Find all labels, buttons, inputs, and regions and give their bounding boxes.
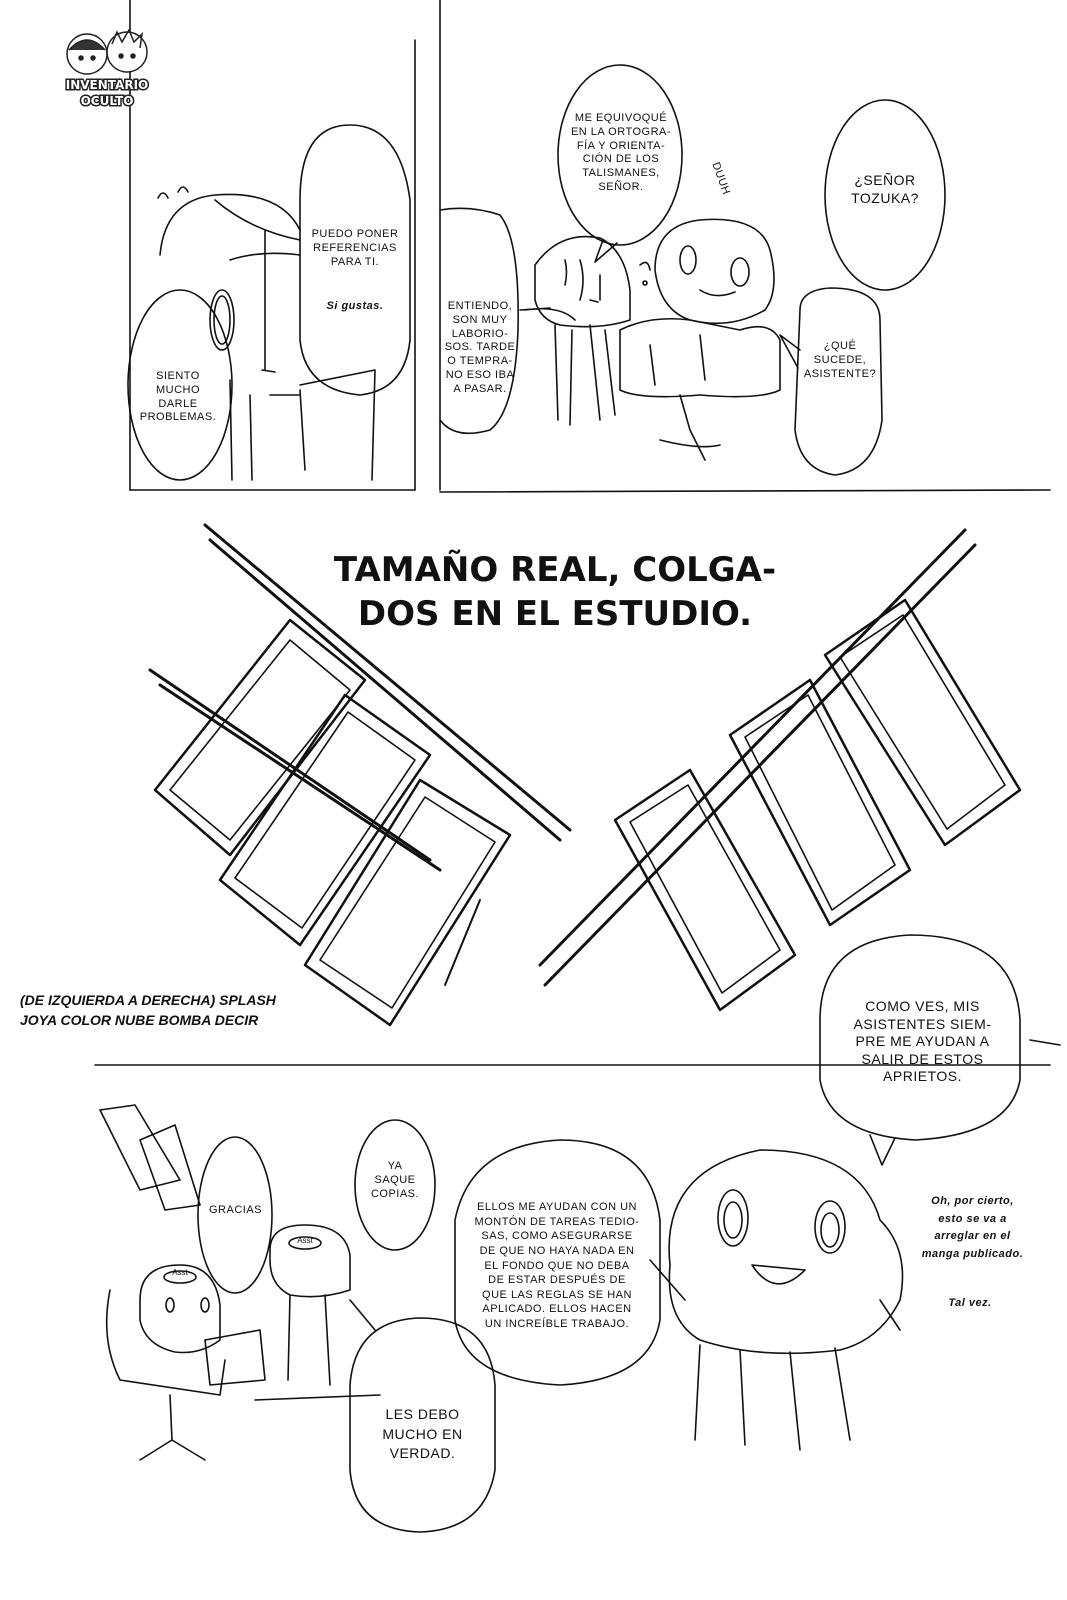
asst-badge-right: Asst: [297, 1236, 313, 1245]
logo-line2: OCULTO: [79, 93, 135, 110]
bubble-they-help-text: ELLOS ME AYUDAN CON UN MONTÓN DE TAREAS …: [474, 1201, 640, 1330]
bubble-as-you-see-text: COMO VES, MIS ASISTENTES SIEM- PRE ME AY…: [853, 998, 992, 1084]
banner-splash: [153, 618, 367, 857]
side-note-maybe: Tal vez.: [948, 1297, 992, 1309]
inventario-oculto-logo: INVENTARIO OCULTO: [52, 22, 162, 112]
banner-joya: [218, 693, 432, 947]
panel1-art: [127, 124, 411, 481]
side-note: Oh, por cierto, esto se va a arreglar en…: [921, 1195, 1024, 1260]
bubble-mistake-text: ME EQUIVOQUÉ EN LA ORTOGRA- FÍA Y ORIENT…: [570, 112, 672, 193]
asst-badge-left: Asst: [172, 1268, 188, 1277]
banner-color: [303, 778, 512, 1027]
bubble-sorry-text: SIENTO MUCHO DARLE PROBLEMAS.: [139, 370, 217, 424]
panel3-caption: (DE IZQUIERDA A DERECHA) SPLASH JOYA COL…: [20, 992, 276, 1029]
panel4-art: [99, 1104, 904, 1533]
panel3-title: TAMAÑO REAL, COLGA- DOS EN EL ESTUDIO.: [333, 550, 777, 635]
banner-decir: [823, 598, 1022, 847]
bubble-owe-text: LES DEBO MUCHO EN VERDAD.: [382, 1406, 463, 1462]
banner-bomba: [728, 678, 912, 927]
bubble-references-text: PUEDO PONER REFERENCIAS PARA TI.: [311, 228, 399, 268]
bubble-copies-text: YA SAQUE COPIAS.: [370, 1160, 420, 1200]
panel3-art: [148, 523, 1022, 1166]
aside-if-you-want: Si gustas.: [326, 300, 384, 312]
panel-borders: [94, 0, 1061, 1066]
banner-nube: [613, 768, 797, 1012]
bubble-mr-tozuka-text: ¿SEÑOR TOZUKA?: [851, 172, 919, 206]
bubble-thanks-text: GRACIAS: [208, 1204, 262, 1216]
panel2-art: [439, 64, 946, 476]
bubble-what-happens-text: ¿QUÉ SUCEDE, ASISTENTE?: [803, 340, 877, 380]
logo-line1: INVENTARIO: [64, 77, 149, 94]
bubble-understand-text: ENTIENDO, SON MUY LABORIO- SOS. TARDE O …: [444, 300, 516, 395]
